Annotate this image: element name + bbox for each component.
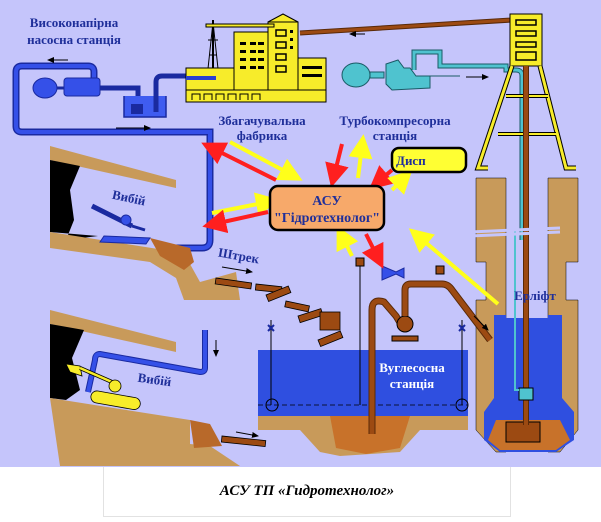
arrow-yellow-airlift — [408, 228, 500, 306]
upper-face-group: Вибій Штрек — [50, 146, 261, 300]
upper-floor-rock — [50, 232, 240, 300]
air-mixer — [518, 387, 534, 401]
arrow-red-compressor — [325, 143, 349, 188]
asu-label-2: "Гідротехнолог" — [274, 211, 380, 226]
drift-label: Штрек — [217, 245, 261, 267]
upper-roof-rock — [50, 146, 176, 188]
arrow-red-coalpump — [361, 233, 384, 269]
hydromonitor-icon — [90, 203, 151, 245]
diagram-caption: АСУ ТП «Гидротехнолог» — [219, 483, 395, 499]
compressor-motor — [341, 62, 371, 88]
caption-box: АСУ ТП «Гидротехнолог» — [103, 467, 511, 517]
plant-label-2: фабрика — [237, 128, 288, 143]
hydro-elevator-icon — [381, 265, 405, 281]
pump-motor — [32, 77, 58, 99]
compressor-group: Турбокомпресорна станція — [339, 49, 525, 240]
pump-station-label-1: Високонапірна — [30, 15, 119, 30]
combine-icon — [65, 363, 141, 410]
pump-station-label-2: насосна станція — [27, 32, 121, 47]
airlift-tower-group: Ерліфт — [469, 13, 579, 453]
arrow-yellow-coalpump — [336, 225, 359, 257]
dispatcher-label: Дисп — [396, 153, 426, 168]
compressor-label-1: Турбокомпресорна — [339, 113, 451, 128]
coal-pump-station-group: Вуглесосна станція — [258, 257, 493, 456]
plant-label-1: Збагачувальна — [218, 113, 306, 128]
tower-head — [509, 13, 543, 67]
coal-pump — [396, 315, 414, 333]
arrow-yellow-plant-in — [229, 140, 303, 181]
enrichment-plant-group: Збагачувальна фабрика — [185, 13, 327, 143]
asu-box: АСУ "Гідротехнолог" — [268, 184, 386, 232]
pump-body — [63, 77, 101, 97]
lower-roof-rock — [50, 310, 176, 352]
dispatcher-box: Дисп — [390, 146, 468, 174]
compressor-body — [385, 59, 431, 91]
sump-tank — [123, 96, 167, 118]
airlift-label: Ерліфт — [514, 288, 556, 303]
arrow-red-face-out — [202, 209, 269, 234]
conveyors — [214, 277, 344, 374]
asu-label-1: АСУ — [312, 194, 342, 209]
arrow-red-plant-out — [201, 142, 277, 182]
upper-face-label: Вибій — [111, 187, 148, 209]
coal-pump-label-2: станція — [390, 376, 434, 391]
lower-face-label: Вибій — [137, 370, 173, 390]
arrow-yellow-disp — [387, 169, 413, 195]
control-arrows — [201, 134, 500, 306]
arrow-yellow-compressor — [348, 134, 373, 179]
lower-face-group: Вибій — [50, 310, 267, 466]
compressor-label-2: станція — [373, 128, 417, 143]
lower-coal-seam — [50, 324, 84, 400]
hydrotechnolog-diagram: Високонапірна насосна станція Збагачувал… — [0, 0, 601, 467]
lower-floor-rock — [50, 398, 240, 466]
upper-coal-seam — [50, 160, 98, 240]
pump-station-group: Високонапірна насосна станція — [12, 15, 214, 252]
coal-pump-label-1: Вуглесосна — [379, 360, 445, 375]
